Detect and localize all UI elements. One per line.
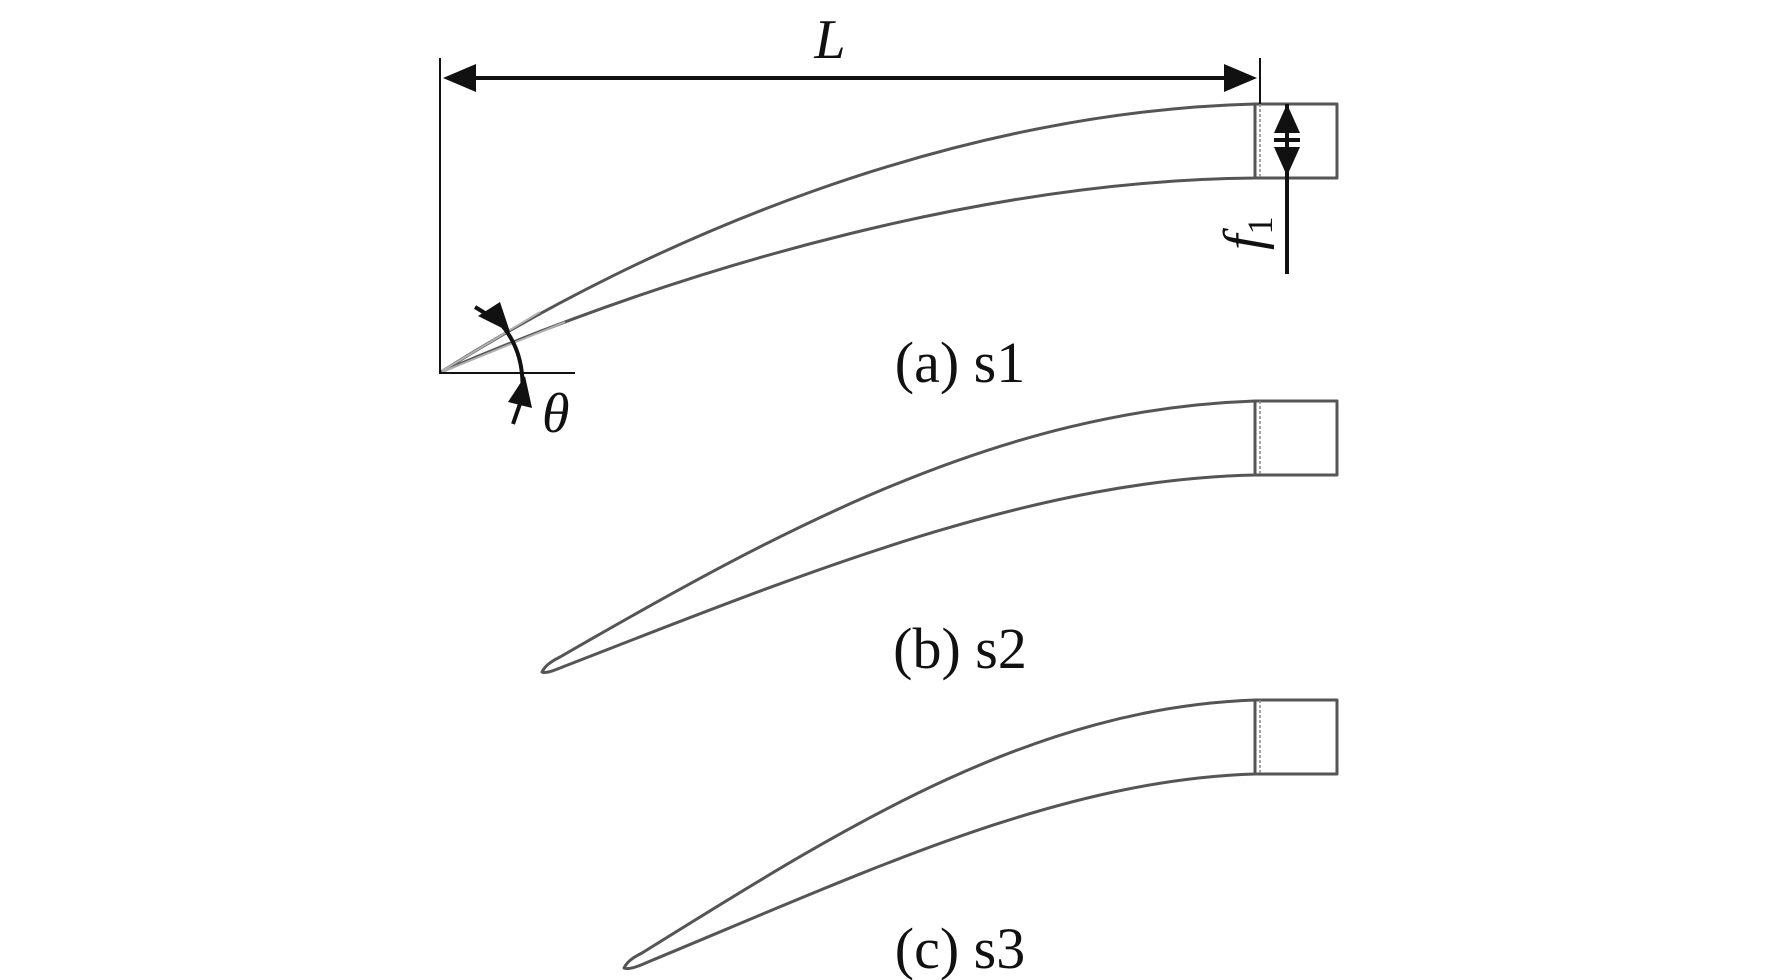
profile-s1-tip-line-lower: [441, 321, 566, 373]
panel-b: (b) s2: [540, 399, 1339, 681]
offset-label-subscript: 1: [1240, 216, 1280, 234]
angle-arrowhead-lower: [508, 376, 532, 408]
caption-b: (b) s2: [893, 616, 1027, 681]
offset-label: f1: [1213, 216, 1280, 250]
panel-c: (c) s3: [622, 698, 1339, 980]
length-arrowhead-left: [443, 64, 476, 92]
length-arrowhead-right: [1224, 64, 1257, 92]
angle-arrow-tail-upper: [473, 305, 500, 323]
profile-s2: [540, 399, 1257, 674]
length-label: L: [813, 9, 845, 71]
angle-arrow-tail-lower: [511, 397, 524, 425]
length-dimension: L: [439, 9, 1261, 374]
panel-a: L f1 θ (a) s1: [439, 9, 1339, 445]
angle-label: θ: [542, 383, 570, 445]
caption-c: (c) s3: [895, 916, 1025, 980]
offset-arrowhead-upper: [1274, 104, 1300, 133]
profile-s3-root-block: [1253, 698, 1339, 776]
offset-arrowhead-lower: [1274, 147, 1300, 176]
profile-s2-root-block: [1253, 399, 1339, 477]
offset-dimension: f1: [1213, 104, 1300, 274]
svg-text:f1: f1: [1213, 216, 1280, 250]
profile-s3: [622, 698, 1257, 971]
profile-s1: [439, 102, 1257, 374]
profile-s1-tip-line-upper: [441, 311, 541, 372]
angle-annotation: θ: [440, 302, 575, 445]
caption-a: (a) s1: [895, 330, 1025, 395]
